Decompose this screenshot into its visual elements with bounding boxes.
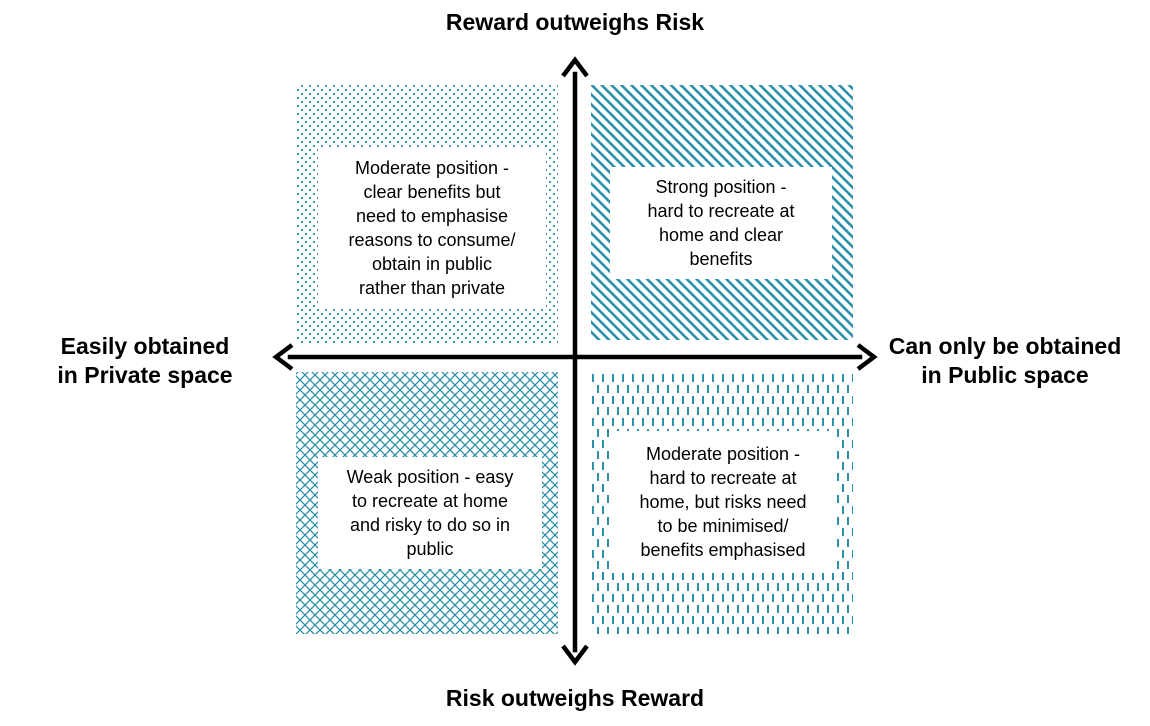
arrow-up-icon [561, 56, 589, 78]
arrow-left-icon [272, 343, 294, 371]
quadrant-top-right-text: Strong position - hard to recreate at ho… [610, 167, 832, 279]
quadrant-bottom-right-text: Moderate position - hard to recreate at … [612, 431, 834, 573]
axis-label-top: Reward outweighs Risk [445, 9, 705, 35]
quadrant-top-left-text: Moderate position - clear benefits but n… [318, 147, 546, 309]
arrow-right-icon [856, 343, 878, 371]
arrow-down-icon [561, 644, 589, 666]
axis-label-bottom: Risk outweighs Reward [445, 685, 705, 711]
axis-label-left: Easily obtained in Private space [57, 333, 233, 388]
quadrant-bottom-left-text: Weak position - easy to recreate at home… [318, 457, 542, 569]
axis-label-right: Can only be obtained in Public space [888, 333, 1122, 388]
axes [272, 56, 878, 666]
